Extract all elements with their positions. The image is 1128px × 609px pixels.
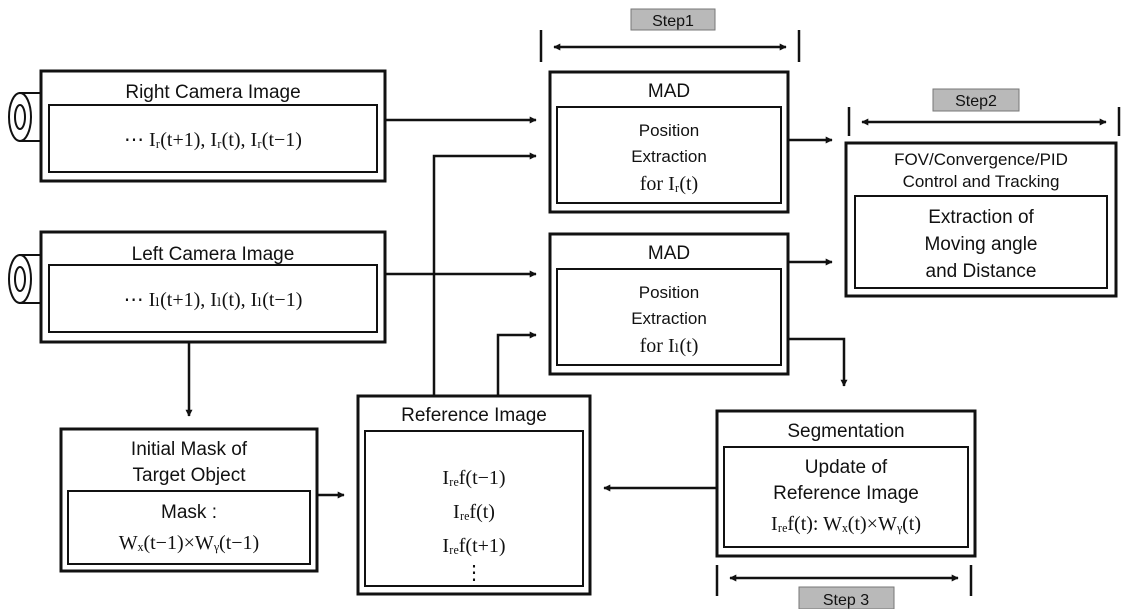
mask-line2: Target Object <box>133 465 247 486</box>
mask-inner2: Wₓ(t−1)×Wᵧ(t−1) <box>119 532 259 554</box>
fov-line2: Control and Tracking <box>903 172 1060 191</box>
right-camera-block: Right Camera Image ⋯ Iᵣ(t+1), Iᵣ(t), Iᵣ(… <box>39 69 387 183</box>
reference-line2: Iᵣₑf(t) <box>453 501 495 523</box>
mask-inner1: Mask : <box>161 502 217 523</box>
step1-label: Step1 <box>652 13 694 30</box>
step2-label: Step2 <box>955 93 997 110</box>
segmentation-inner3: Iᵣₑf(t): Wₓ(t)×Wᵧ(t) <box>771 513 921 535</box>
reference-line4: ⋮ <box>464 562 484 584</box>
fov-inner1: Extraction of <box>928 207 1034 228</box>
fov-inner2: Moving angle <box>924 234 1037 255</box>
step2-tag <box>932 88 1020 112</box>
reference-line1: Iᵣₑf(t−1) <box>442 467 505 489</box>
segmentation-inner1: Update of <box>805 457 888 478</box>
step1-bracket: Step1 <box>539 8 801 62</box>
step3-tag <box>798 586 895 609</box>
mad-left-title: MAD <box>648 243 690 264</box>
mask-line1: Initial Mask of <box>131 439 248 460</box>
fov-control-block: FOV/Convergence/PID Control and Tracking… <box>844 141 1118 298</box>
mad-left-line1: Position <box>639 283 699 302</box>
step2-bracket: Step2 <box>847 88 1121 136</box>
step3-bracket: Step 3 <box>715 565 973 609</box>
mad-right-line1: Position <box>639 121 699 140</box>
step1-tag <box>630 8 716 31</box>
left-camera-frames: ⋯ Iₗ(t+1), Iₗ(t), Iₗ(t−1) <box>124 289 303 311</box>
segmentation-inner2: Reference Image <box>773 483 919 504</box>
left-camera-block: Left Camera Image ⋯ Iₗ(t+1), Iₗ(t), Iₗ(t… <box>39 230 387 344</box>
fov-line1: FOV/Convergence/PID <box>894 150 1068 169</box>
right-camera-icon <box>8 92 43 142</box>
right-camera-frames: ⋯ Iᵣ(t+1), Iᵣ(t), Iᵣ(t−1) <box>124 129 302 151</box>
mad-left-line3: for Iₗ(t) <box>640 335 699 357</box>
arrow-reference-to-mad-right <box>432 152 537 396</box>
mad-left-block: MAD Position Extraction for Iₗ(t) <box>548 232 790 376</box>
step3-label: Step 3 <box>823 592 869 609</box>
initial-mask-block: Initial Mask of Target Object Mask : Wₓ(… <box>59 427 319 573</box>
segmentation-block: Segmentation Update of Reference Image I… <box>715 409 977 558</box>
right-camera-title: Right Camera Image <box>125 82 300 103</box>
fov-inner3: and Distance <box>926 261 1037 282</box>
mad-right-block: MAD Position Extraction for Iᵣ(t) <box>548 70 790 214</box>
reference-title: Reference Image <box>401 405 547 426</box>
arrow-reference-to-mad-left <box>496 331 537 396</box>
left-camera-title: Left Camera Image <box>132 244 295 265</box>
segmentation-title: Segmentation <box>787 421 904 442</box>
left-camera-icon <box>8 254 43 304</box>
mad-right-line2: Extraction <box>631 147 707 166</box>
arrow-mad-left-to-segmentation <box>788 337 848 387</box>
mad-right-title: MAD <box>648 81 690 102</box>
mad-right-line3: for Iᵣ(t) <box>640 173 698 195</box>
reference-image-block: Reference Image Iᵣₑf(t−1) Iᵣₑf(t) Iᵣₑf(t… <box>356 394 592 596</box>
reference-line3: Iᵣₑf(t+1) <box>442 535 505 557</box>
mad-left-line2: Extraction <box>631 309 707 328</box>
